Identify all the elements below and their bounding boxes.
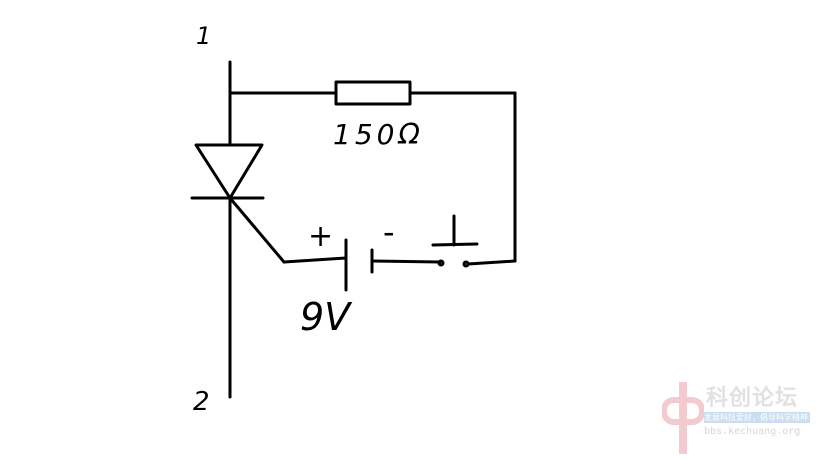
- resistor-symbol: [334, 80, 412, 106]
- resistor-label: 150Ω: [333, 118, 424, 151]
- battery-minus-label: -: [383, 213, 395, 251]
- bottom-wire-right: [466, 259, 517, 266]
- watermark-url: bbs.kechuang.org: [704, 426, 801, 437]
- diode-triangle: [194, 143, 264, 200]
- battery-switch-wire: [370, 259, 442, 264]
- battery-voltage-label: 9V: [300, 295, 353, 339]
- site-logo-icon: [662, 382, 704, 454]
- gate-wire: [282, 256, 348, 264]
- battery-plus-label: +: [308, 219, 333, 254]
- gate-lead: [228, 196, 286, 264]
- terminal-2-label: 2: [193, 387, 210, 417]
- site-watermark: 科创论坛 发展科技爱好，倡导科学精神 bbs.kechuang.org: [662, 378, 812, 454]
- watermark-slogan: 发展科技爱好，倡导科学精神: [704, 412, 810, 423]
- switch-contact-right: [462, 260, 470, 268]
- terminal-1-label: 1: [196, 22, 211, 50]
- switch-contact-left: [437, 259, 445, 267]
- watermark-title: 科创论坛: [706, 386, 799, 411]
